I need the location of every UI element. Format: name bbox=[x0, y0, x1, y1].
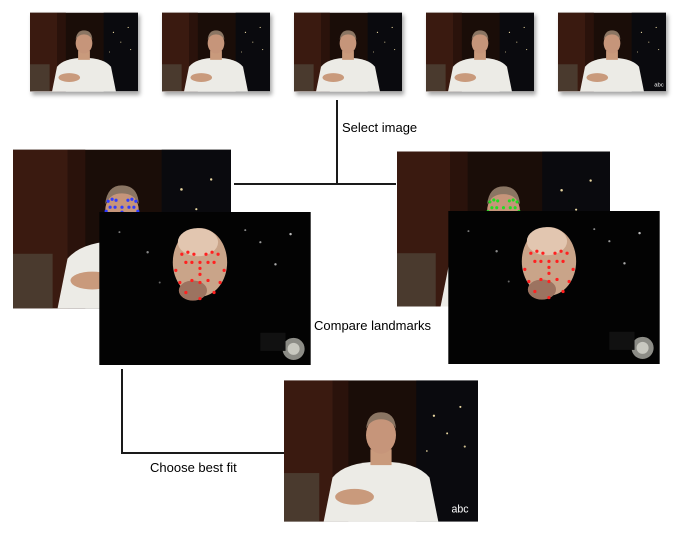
compare-landmarks-label: Compare landmarks bbox=[314, 318, 432, 333]
svg-text:abc: abc bbox=[654, 82, 664, 88]
connector-select-vertical bbox=[336, 100, 338, 184]
connector-choose-horizontal bbox=[121, 452, 284, 454]
model-overlay-right bbox=[448, 211, 660, 364]
select-image-label: Select image bbox=[342, 120, 418, 135]
thumbnail-frame-3[interactable] bbox=[294, 12, 402, 92]
thumbnail-frame-4[interactable] bbox=[426, 12, 534, 92]
thumbnail-frame-5[interactable]: abc bbox=[558, 12, 666, 92]
thumbnail-frame-1[interactable] bbox=[30, 12, 138, 92]
connector-choose-vertical bbox=[121, 369, 123, 453]
network-logo: abc bbox=[452, 504, 470, 516]
landmarks-red-right bbox=[523, 249, 575, 300]
thumbnail-frame-2[interactable] bbox=[162, 12, 270, 92]
best-fit-image[interactable]: abc bbox=[284, 378, 478, 524]
landmarks-red-left bbox=[174, 250, 226, 301]
model-overlay-left bbox=[99, 212, 311, 365]
connector-select-horizontal bbox=[234, 183, 396, 185]
choose-best-fit-label: Choose best fit bbox=[150, 460, 237, 475]
